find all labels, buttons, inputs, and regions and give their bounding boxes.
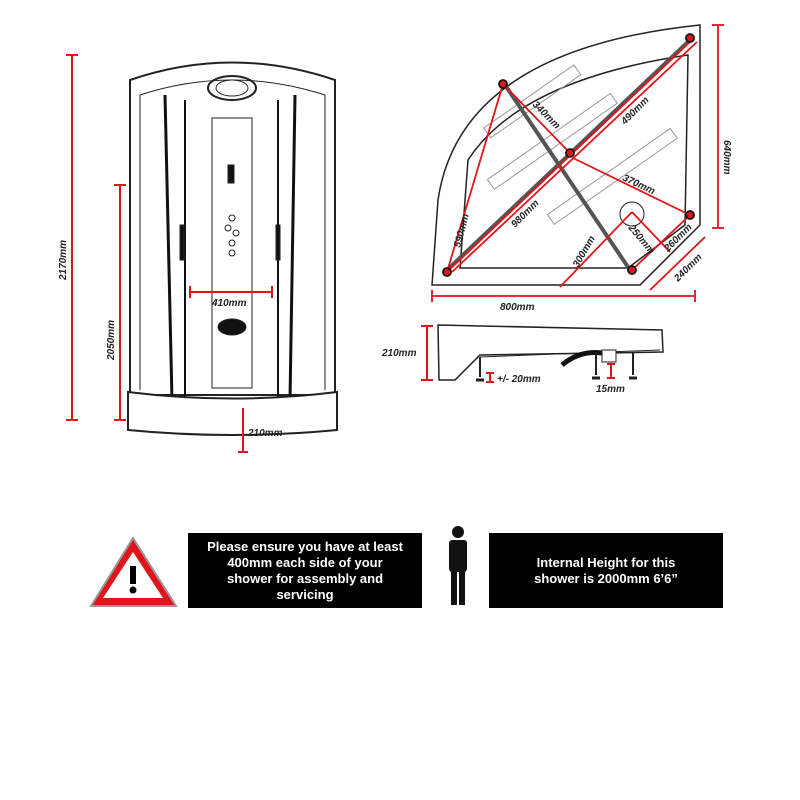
- label-590: 590mm: [452, 213, 472, 249]
- label-tray-height-front: 210mm: [247, 428, 283, 439]
- plan-dimension-lines: [431, 24, 724, 302]
- internal-height-notice: Internal Height for this shower is 2000m…: [489, 533, 723, 608]
- tray-dimension-lines: [421, 325, 615, 383]
- label-waste: 15mm: [596, 384, 625, 395]
- label-adjust: +/- 20mm: [497, 374, 541, 385]
- label-tray-height: 210mm: [381, 348, 417, 359]
- label-side: 240mm: [672, 252, 705, 285]
- label-panel-width: 410mm: [211, 298, 247, 309]
- label-height-cabin: 2050mm: [106, 320, 117, 361]
- label-250: 250mm: [625, 222, 656, 256]
- warning-icon: [89, 536, 178, 607]
- tray-side-view: [437, 324, 664, 382]
- assembly-space-notice: Please ensure you have at least 400mm ea…: [188, 533, 422, 608]
- label-370: 370mm: [621, 173, 657, 198]
- label-width: 800mm: [500, 302, 535, 313]
- label-depth: 640mm: [721, 140, 732, 175]
- person-icon: [449, 526, 467, 605]
- front-dimension-lines: [66, 54, 273, 453]
- label-height-total: 2170mm: [58, 240, 69, 281]
- shower-front-view: [127, 61, 338, 436]
